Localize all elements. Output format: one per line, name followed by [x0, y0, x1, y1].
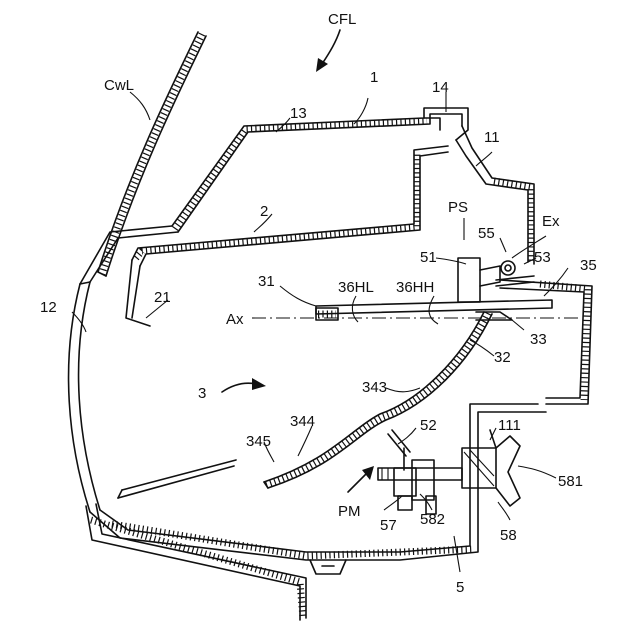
- label-ex: Ex: [542, 213, 560, 230]
- label-36hh: 36HH: [396, 279, 434, 296]
- label-cwl: CwL: [104, 77, 134, 94]
- label-52: 52: [420, 417, 437, 434]
- bottom-clip: [310, 560, 346, 574]
- shade-plate-31: [316, 300, 552, 320]
- lower-housing: [90, 404, 546, 560]
- label-35: 35: [580, 257, 597, 274]
- label-2: 2: [260, 203, 268, 220]
- label-21: 21: [154, 289, 171, 306]
- label-55: 55: [478, 225, 495, 242]
- label-581: 581: [558, 473, 583, 490]
- label-12: 12: [40, 299, 57, 316]
- label-111: 111: [498, 417, 521, 434]
- label-582: 582: [420, 511, 445, 528]
- label-57: 57: [380, 517, 397, 534]
- bottom-bumper: [86, 504, 306, 620]
- label-32: 32: [494, 349, 511, 366]
- label-36hl: 36HL: [338, 279, 374, 296]
- label-33: 33: [530, 331, 547, 348]
- label-3: 3: [198, 385, 206, 402]
- shade-curve-32: [264, 312, 492, 488]
- label-58: 58: [500, 527, 517, 544]
- label-ax: Ax: [226, 311, 244, 328]
- label-343: 343: [362, 379, 387, 396]
- label-344: 344: [290, 413, 315, 430]
- label-cfl: CFL: [328, 11, 356, 28]
- label-14: 14: [432, 79, 449, 96]
- label-31: 31: [258, 273, 275, 290]
- label-1: 1: [370, 69, 378, 86]
- reference-labels: CFL CwL 1 14 13 11 2 PS Ex 55 51 53 35 1…: [40, 11, 597, 596]
- sensor-ps-51: [458, 258, 534, 302]
- label-53: 53: [534, 249, 551, 266]
- front-wall-cwl: [98, 32, 206, 276]
- label-345: 345: [246, 433, 271, 450]
- reflector-2: [126, 146, 448, 326]
- label-5: 5: [456, 579, 464, 596]
- label-13: 13: [290, 105, 307, 122]
- label-51: 51: [420, 249, 437, 266]
- label-pm: PM: [338, 503, 361, 520]
- outer-lens: [69, 226, 178, 512]
- label-ps: PS: [448, 199, 468, 216]
- label-11: 11: [484, 129, 500, 146]
